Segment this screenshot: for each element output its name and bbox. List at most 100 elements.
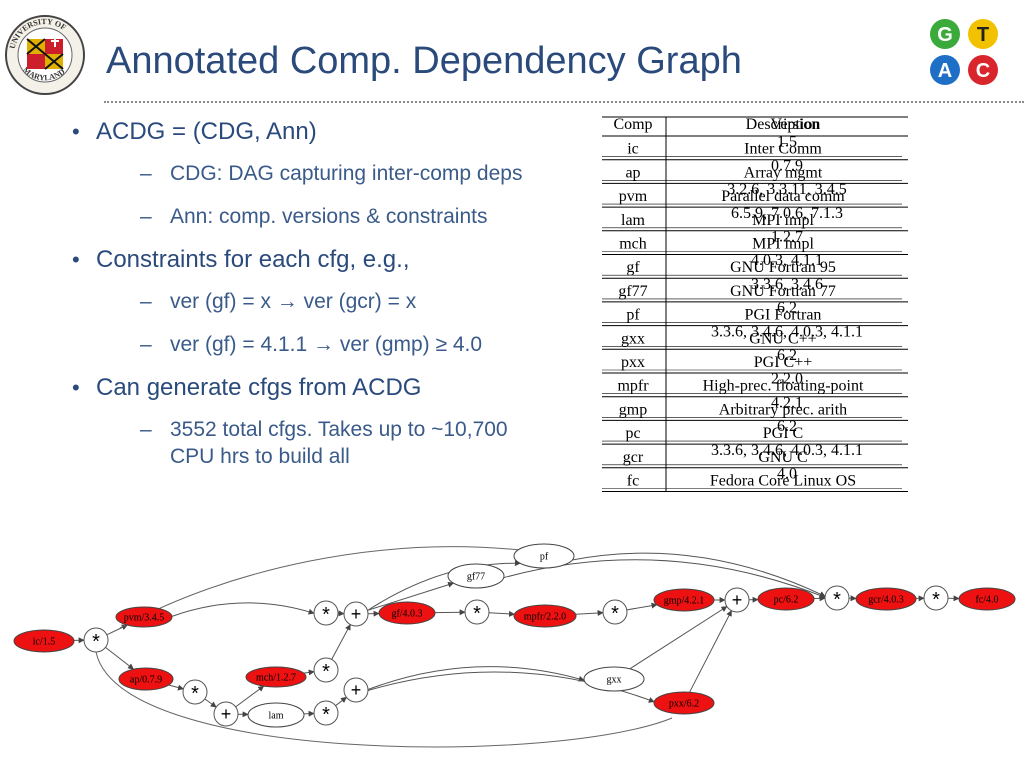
edge-s7-gmp [627,605,657,610]
title-divider [104,101,1024,103]
edge-s5-p3 [336,697,347,705]
operator-node-p1[interactable]: + [214,702,238,726]
node-ic[interactable]: ic/1.5 [14,630,74,652]
node-label-gcr: gcr/4.0.3 [868,595,904,606]
bullet-constraints: Constraints for each cfg, e.g., [72,246,592,274]
edge-p1-mch [236,686,264,707]
table-cell-comp-lam: lam [621,212,646,229]
operator-symbol-p1: + [221,704,232,724]
table-cell-version-gf: 4.0.3, 4.1.1 [751,252,823,269]
table-cell-version-fc: 4.0 [777,466,797,483]
sub-bullet-constraint-2: ver (gf) = 4.1.1 → ver (gmp) ≥ 4.0 [140,331,592,358]
table-cell-comp-gxx: gxx [621,330,645,347]
node-mch[interactable]: mch/1.2.7 [246,667,306,687]
operator-node-p4[interactable]: + [725,588,749,612]
operator-node-s7[interactable]: * [603,600,627,625]
node-label-pxx: pxx/6.2 [669,699,699,710]
node-label-pc: pc/6.2 [774,595,799,606]
operator-symbol-p3: + [351,680,362,700]
node-gf[interactable]: gf/4.0.3 [379,602,435,624]
operator-node-p2[interactable]: + [344,602,368,626]
table-cell-comp-pc: pc [625,425,640,442]
node-lam[interactable]: lam [248,703,304,727]
table-cell-comp-mpfr: mpfr [617,378,649,395]
node-label-gf77: gf77 [467,572,485,583]
operator-node-s9[interactable]: * [924,586,948,611]
table-cell-comp-gf77: gf77 [618,283,647,300]
operator-node-s4[interactable]: * [314,658,338,683]
operator-node-s8[interactable]: * [825,586,849,611]
node-gxx[interactable]: gxx [584,667,644,691]
edge-pxx-p4 [690,611,732,693]
table-cell-comp-mch: mch [619,236,647,253]
table-cell-comp-pf: pf [626,307,640,324]
edge-s1-ap [106,647,134,669]
node-label-pvm: pvm/3.4.5 [124,613,165,624]
edge-ap-s2 [169,685,184,689]
operator-node-s1[interactable]: * [84,628,108,653]
node-pc[interactable]: pc/6.2 [758,588,814,610]
node-ap[interactable]: ap/0.7.9 [119,668,173,690]
node-label-mpfr: mpfr/2.2.0 [524,612,566,623]
operator-symbol-s5: * [322,704,330,726]
node-label-pf: pf [540,552,549,563]
operator-node-s2[interactable]: * [183,680,207,705]
table-cell-comp-gmp: gmp [619,401,647,418]
slide-title: Annotated Comp. Dependency Graph [106,40,742,83]
edge-pvm-s3 [172,603,314,616]
table-cell-version-pf: 6.2 [777,300,797,317]
table-cell-comp-ic: ic [627,141,639,158]
node-gf77[interactable]: gf77 [448,564,504,588]
operator-node-s6[interactable]: * [465,600,489,625]
sub-bullet-ann: Ann: comp. versions & constraints [140,203,592,230]
node-pf[interactable]: pf [514,544,574,568]
node-label-lam: lam [269,711,284,722]
node-label-gf: gf/4.0.3 [391,609,422,620]
table-cell-comp-gf: gf [626,259,640,276]
operator-node-s3[interactable]: * [314,601,338,626]
table-cell-version-pvm: 3.2.6, 3.3.11, 3.4.5 [727,181,846,198]
table-cell-version-pxx: 6.2 [777,347,797,364]
node-label-gxx: gxx [607,675,622,686]
node-pxx[interactable]: pxx/6.2 [654,692,714,714]
sub-bullet-cdg: CDG: DAG capturing inter-comp deps [140,160,592,187]
table-cell-version-lam: 6.5.9, 7.0.6, 7.1.3 [731,205,843,222]
node-label-fc: fc/4.0 [975,595,998,606]
operator-symbol-s3: * [322,604,330,626]
table-cell-comp-pvm: pvm [619,188,648,205]
node-fc[interactable]: fc/4.0 [959,588,1015,610]
operator-symbol-s1: * [92,631,100,653]
operator-symbol-p2: + [351,604,362,624]
table-cell-version-gmp: 4.2.1 [771,394,803,411]
edge-gxx-p4 [630,607,727,669]
sub-bullet-total-cfgs: 3552 total cfgs. Takes up to ~10,700 CPU… [140,416,550,470]
node-gmp[interactable]: gmp/4.2.1 [654,589,714,611]
node-label-gmp: gmp/4.2.1 [664,596,705,607]
logo-letter-t: T [977,24,989,46]
operator-node-s5[interactable]: * [314,701,338,726]
table-cell-comp-fc: fc [627,473,639,490]
node-mpfr[interactable]: mpfr/2.2.0 [514,605,576,627]
table-cell-version-mpfr: 2.2.0 [771,371,803,388]
edge-p3-gxx [368,667,584,690]
dependency-graph: ic/1.5 pvm/3.4.5 ap/0.7.9 mch/1.2.7 lam gf/4.… [0,528,1024,768]
node-label-mch: mch/1.2.7 [256,673,296,684]
university-of-maryland-seal: UNIVERSITY OF MARYLAND [4,14,86,96]
node-pvm[interactable]: pvm/3.4.5 [116,607,172,627]
table-cell-version-gcr: 3.3.6, 3.4.6, 4.0.3, 4.1.1 [711,442,863,459]
edge-bottom-arc [96,652,672,747]
node-gcr[interactable]: gcr/4.0.3 [856,588,916,610]
logo-letter-g: G [937,24,953,46]
table-cell-version-gf77: 3.3.6, 3.4.6 [751,276,823,293]
bullet-list: ACDG = (CDG, Ann) CDG: DAG capturing int… [72,118,592,486]
operator-node-p3[interactable]: + [344,678,368,702]
operator-symbol-s9: * [932,589,940,611]
operator-symbol-s2: * [191,683,199,705]
edge-s2-p1 [205,699,216,707]
table-cell-version-gxx: 3.3.6, 3.4.6, 4.0.3, 4.1.1 [711,323,863,340]
table-header-comp: Comp [613,116,652,133]
table-cell-comp-gcr: gcr [623,449,644,466]
logo-letter-a: A [938,60,952,82]
node-label-ap: ap/0.7.9 [130,675,162,686]
operator-symbol-s6: * [473,603,481,625]
